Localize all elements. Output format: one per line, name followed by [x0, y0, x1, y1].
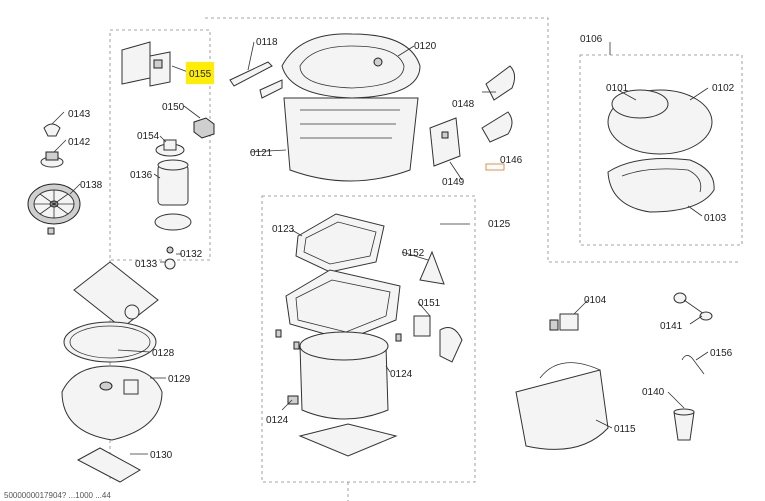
label-0156: 0156 — [710, 348, 733, 359]
label-0140: 0140 — [642, 387, 665, 398]
label-0138: 0138 — [80, 180, 103, 191]
label-0149: 0149 — [442, 177, 465, 188]
part-0156-hook — [681, 355, 705, 375]
label-0152: 0152 — [402, 248, 425, 259]
label-0141: 0141 — [660, 321, 683, 332]
label-0129: 0129 — [168, 374, 191, 385]
label-0130: 0130 — [150, 450, 173, 461]
label-0103: 0103 — [704, 213, 727, 224]
label-0142: 0142 — [68, 137, 91, 148]
part-0103-lid-base — [607, 158, 715, 213]
part-0123-seal — [295, 213, 385, 273]
part-0151-kneader — [413, 315, 463, 363]
part-base-plate — [73, 261, 159, 329]
part-0120-lid-frame — [281, 33, 421, 99]
label-0128: 0128 — [152, 348, 175, 359]
part-0143-clip — [43, 123, 61, 137]
footer-reference-text: 5000000017904? ...1000 ...44 — [4, 491, 111, 500]
part-0155-bracket — [121, 41, 171, 87]
label-0124-left: 0124 — [266, 415, 289, 426]
label-0133: 0133 — [135, 259, 158, 270]
part-0124-clips — [275, 329, 402, 405]
part-0148-bracket — [481, 65, 516, 143]
part-0154-bracket — [155, 139, 185, 157]
part-0129-housing — [61, 365, 163, 441]
part-0104-coupling — [549, 313, 579, 331]
label-0125: 0125 — [488, 219, 511, 230]
label-0154: 0154 — [137, 131, 160, 142]
part-base-tray — [298, 423, 398, 457]
part-0101-0102-lid — [607, 89, 713, 155]
part-0138-pulley — [27, 183, 81, 225]
label-0120: 0120 — [414, 41, 437, 52]
highlight-box-0155 — [186, 62, 214, 84]
part-0133-0132-nut — [164, 246, 176, 270]
label-0106: 0106 — [580, 34, 603, 45]
part-0140-cup — [673, 408, 695, 441]
part-0115-baking-pan — [515, 362, 609, 450]
part-screw-small — [47, 227, 55, 235]
label-0124-right: 0124 — [390, 369, 413, 380]
part-0152-cone — [419, 250, 445, 285]
part-0121-casing — [283, 97, 419, 182]
part-labels: 0155 0150 0154 0136 0133 0132 0143 0142 … — [68, 34, 735, 461]
label-0101: 0101 — [606, 83, 629, 94]
label-0115: 0115 — [614, 424, 636, 435]
label-0148: 0148 — [452, 99, 475, 110]
label-0123: 0123 — [272, 224, 295, 235]
part-0146-marker — [485, 163, 505, 171]
label-0155: 0155 — [189, 69, 212, 80]
label-0132: 0132 — [180, 249, 203, 260]
part-baking-chamber — [299, 331, 389, 420]
label-0146: 0146 — [500, 155, 523, 166]
leader-lines — [51, 41, 709, 455]
label-0151: 0151 — [418, 298, 441, 309]
label-0104: 0104 — [584, 295, 607, 306]
label-0121: 0121 — [250, 148, 273, 159]
label-0150: 0150 — [162, 102, 185, 113]
label-0102: 0102 — [712, 83, 735, 94]
part-0118-bracket — [229, 61, 283, 99]
part-inner-frame — [285, 269, 401, 341]
part-0149-holder — [429, 117, 461, 167]
part-0141-hook — [673, 292, 713, 321]
label-0118: 0118 — [256, 37, 278, 48]
label-0143: 0143 — [68, 109, 91, 120]
label-0136: 0136 — [130, 170, 153, 181]
part-0142-coupling — [40, 151, 64, 168]
part-0136-motor — [154, 159, 192, 231]
part-0130-cover — [76, 447, 142, 483]
part-0150-switch — [193, 117, 215, 139]
part-0128-gasket — [63, 321, 157, 363]
